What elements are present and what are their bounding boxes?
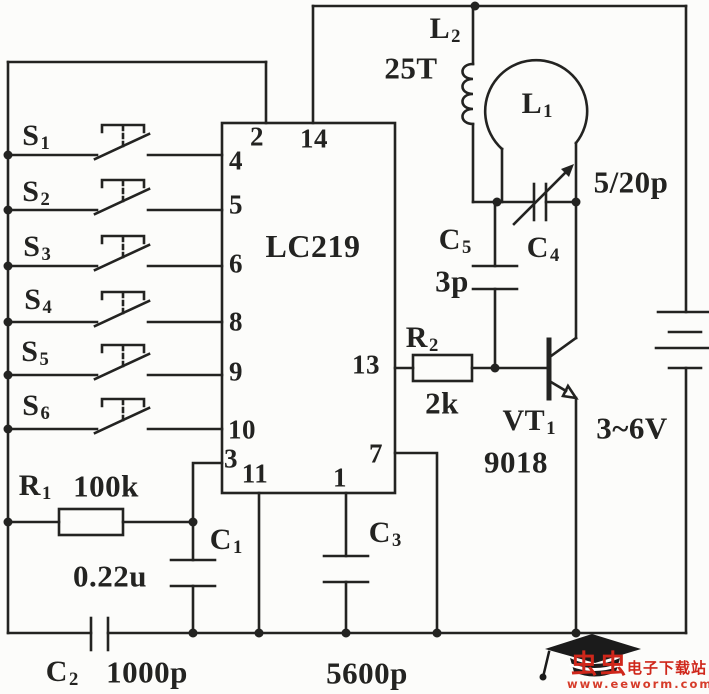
watermark-cap-icon: [539, 634, 641, 681]
pin7-wire: [393, 451, 439, 635]
pin-8: 8: [229, 306, 243, 337]
value-c5: 3p: [435, 263, 469, 299]
label-r2: R2: [405, 321, 439, 357]
watermark-brand: 虫虫: [571, 650, 630, 680]
pin-14: 14: [300, 123, 328, 154]
value-vt1: 9018: [484, 444, 548, 480]
watermark-site-name: 电子下载站: [627, 659, 708, 677]
label-s4: S4: [24, 283, 52, 319]
resistor-r1: [6, 461, 224, 537]
switch-s6: [6, 397, 224, 435]
battery: [654, 310, 709, 370]
capacitor-c1: [169, 520, 217, 635]
capacitor-c4: [471, 164, 578, 226]
value-battery: 3~6V: [596, 410, 668, 446]
pin-2: 2: [250, 121, 264, 152]
value-r1: 100k: [73, 468, 139, 504]
label-r1: R1: [18, 469, 52, 505]
resistor-r2: [393, 353, 550, 383]
switch-s1: [6, 123, 224, 161]
capacitor-c5: [471, 200, 519, 370]
label-l2: L2: [429, 12, 461, 48]
switch-s5: [6, 343, 224, 381]
pin-5: 5: [229, 189, 243, 220]
pin-9: 9: [229, 356, 243, 387]
label-l1: L1: [521, 87, 553, 123]
label-s6: S6: [22, 389, 50, 425]
pin-1: 1: [333, 462, 347, 493]
value-c3: 5600p: [326, 655, 408, 691]
label-s5: S5: [21, 335, 49, 371]
value-c1: 0.22u: [73, 558, 147, 594]
value-l2: 25T: [384, 50, 438, 86]
label-s2: S2: [22, 175, 50, 211]
capacitor-c2: [89, 616, 110, 652]
label-ic: LC219: [265, 228, 361, 264]
switch-s3: [6, 234, 224, 272]
label-c3: C3: [368, 516, 402, 552]
pin-4: 4: [229, 145, 243, 176]
label-c4: C4: [526, 231, 560, 267]
inductor-l2: [461, 4, 475, 204]
pin-6: 6: [229, 248, 243, 279]
pin-7: 7: [369, 438, 383, 469]
ic-body: [220, 121, 397, 495]
watermark-site-url: www.eeworm.com: [567, 677, 709, 691]
switch-s2: [6, 178, 224, 216]
value-r2: 2k: [425, 385, 459, 421]
label-c5: C5: [438, 223, 472, 259]
pin-10: 10: [228, 414, 256, 445]
switch-s4: [6, 290, 224, 328]
label-c2: C2: [45, 655, 79, 691]
value-c2: 1000p: [106, 654, 188, 690]
transistor-vt1: [546, 200, 579, 635]
label-s3: S3: [23, 230, 51, 266]
capacitor-c3: [322, 491, 370, 635]
pin-11: 11: [241, 458, 269, 489]
pin-3: 3: [224, 443, 238, 474]
value-c4: 5/20p: [593, 164, 669, 200]
label-s1: S1: [22, 119, 50, 155]
loop-antenna-l1: [483, 58, 589, 204]
pin-13: 13: [352, 349, 380, 380]
label-c1: C1: [209, 523, 243, 559]
junction-dots: [3, 1, 581, 638]
label-vt1: VT1: [502, 404, 556, 440]
